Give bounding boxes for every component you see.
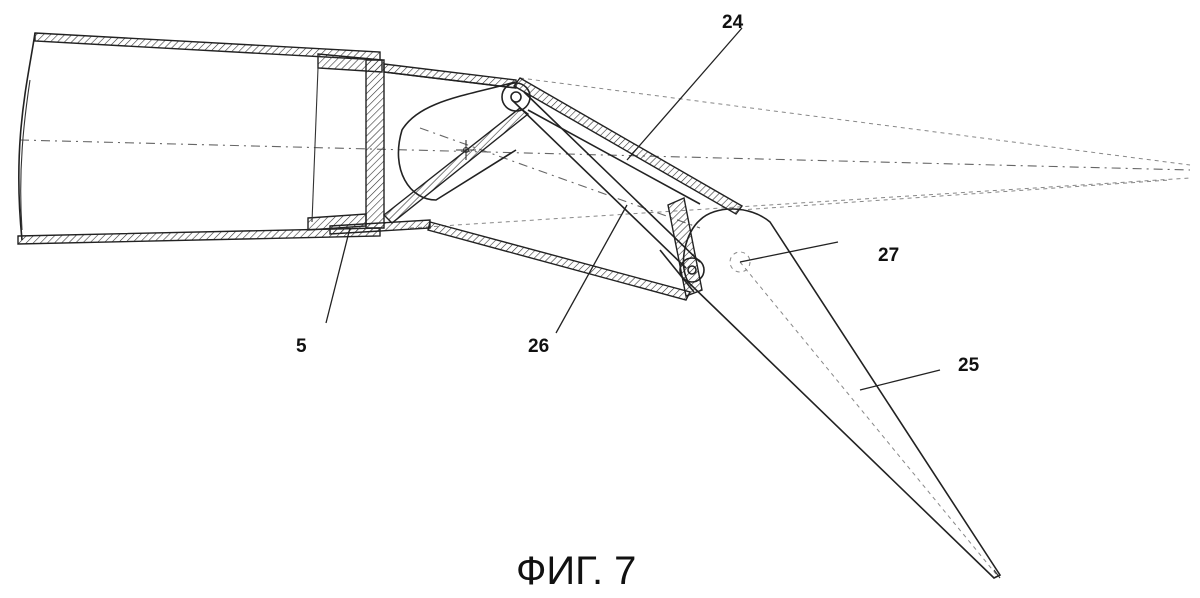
flap-section-24: [427, 77, 744, 301]
label-25: 25: [958, 355, 980, 376]
leader-lines: [325, 27, 941, 391]
label-5: 5: [296, 336, 307, 357]
label-27: 27: [878, 245, 899, 266]
wing-body: [17, 32, 381, 245]
label-24: 24: [722, 12, 744, 33]
tip-element-25: [682, 208, 1002, 579]
spar-5: [307, 53, 431, 235]
projection-lines: [19, 77, 1191, 229]
pushrod-26: [501, 82, 705, 283]
intermediate-section: [382, 63, 530, 224]
figure-caption: ФИГ. 7: [516, 549, 636, 593]
label-26: 26: [528, 336, 549, 357]
